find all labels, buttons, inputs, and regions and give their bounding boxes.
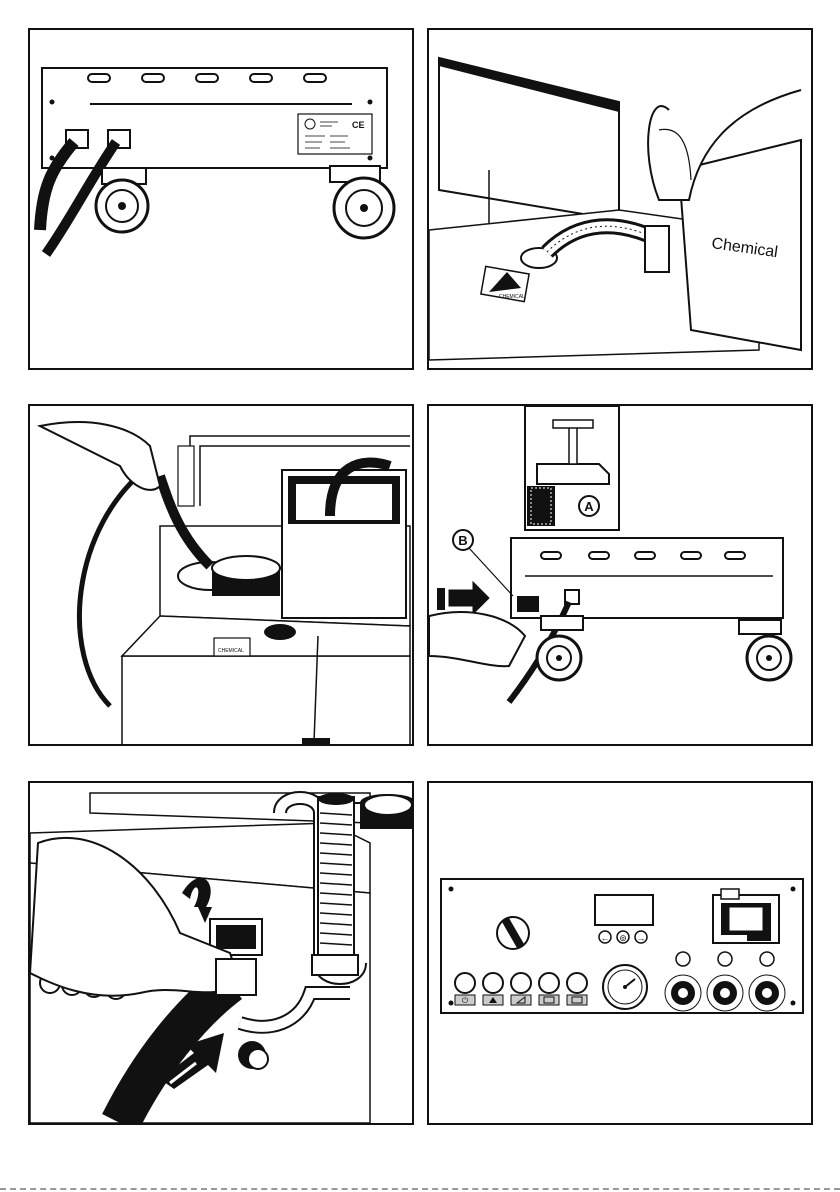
rear-connections-illustration: CE	[30, 30, 414, 370]
page-bottom-rule	[0, 1188, 840, 1190]
arrow-left-icon[interactable]: ←	[599, 931, 611, 943]
power-icon: ⏻	[462, 996, 469, 1005]
floor-label-chemical: CHEMICAL	[218, 648, 244, 654]
control-panel-illustration: ← ⊚ → ⏻	[429, 783, 813, 1125]
callout-a-label: A	[584, 499, 594, 514]
push-button-5[interactable]	[567, 973, 587, 1005]
main-selector-switch[interactable]	[497, 917, 529, 949]
svg-text:→: →	[637, 933, 646, 943]
water-inlet-illustration: A B	[429, 406, 813, 746]
svg-text:CE: CE	[352, 120, 365, 130]
chemical-container-illustration: CHEMICAL Chemical	[429, 30, 813, 370]
suction-hose-illustration: CHEMICAL	[30, 406, 414, 746]
panel-rear-connections: CE	[28, 28, 414, 370]
settings-icon[interactable]: ⊚	[617, 931, 629, 943]
pressure-gauge	[603, 965, 647, 1009]
panel-water-inlet: A B	[427, 404, 813, 746]
panel-control-panel: ← ⊚ → ⏻	[427, 781, 813, 1125]
floor-label-chemical: CHEMICAL	[499, 294, 525, 300]
panel-suction-hose: CHEMICAL	[28, 404, 414, 746]
svg-text:⊚: ⊚	[619, 933, 627, 943]
power-socket[interactable]	[713, 889, 779, 943]
push-button-4[interactable]	[539, 973, 559, 1005]
push-button-2[interactable]	[483, 973, 503, 1005]
power-connector-illustration	[30, 783, 414, 1125]
panel-power-connector	[28, 781, 414, 1125]
push-button-power[interactable]: ⏻	[455, 973, 475, 1005]
arrow-right-icon[interactable]: →	[635, 931, 647, 943]
callout-b-label: B	[458, 533, 467, 548]
display-screen	[595, 895, 653, 925]
panel-chemical-container: CHEMICAL Chemical	[427, 28, 813, 370]
push-button-3[interactable]	[511, 973, 531, 1005]
svg-text:←: ←	[601, 933, 610, 943]
